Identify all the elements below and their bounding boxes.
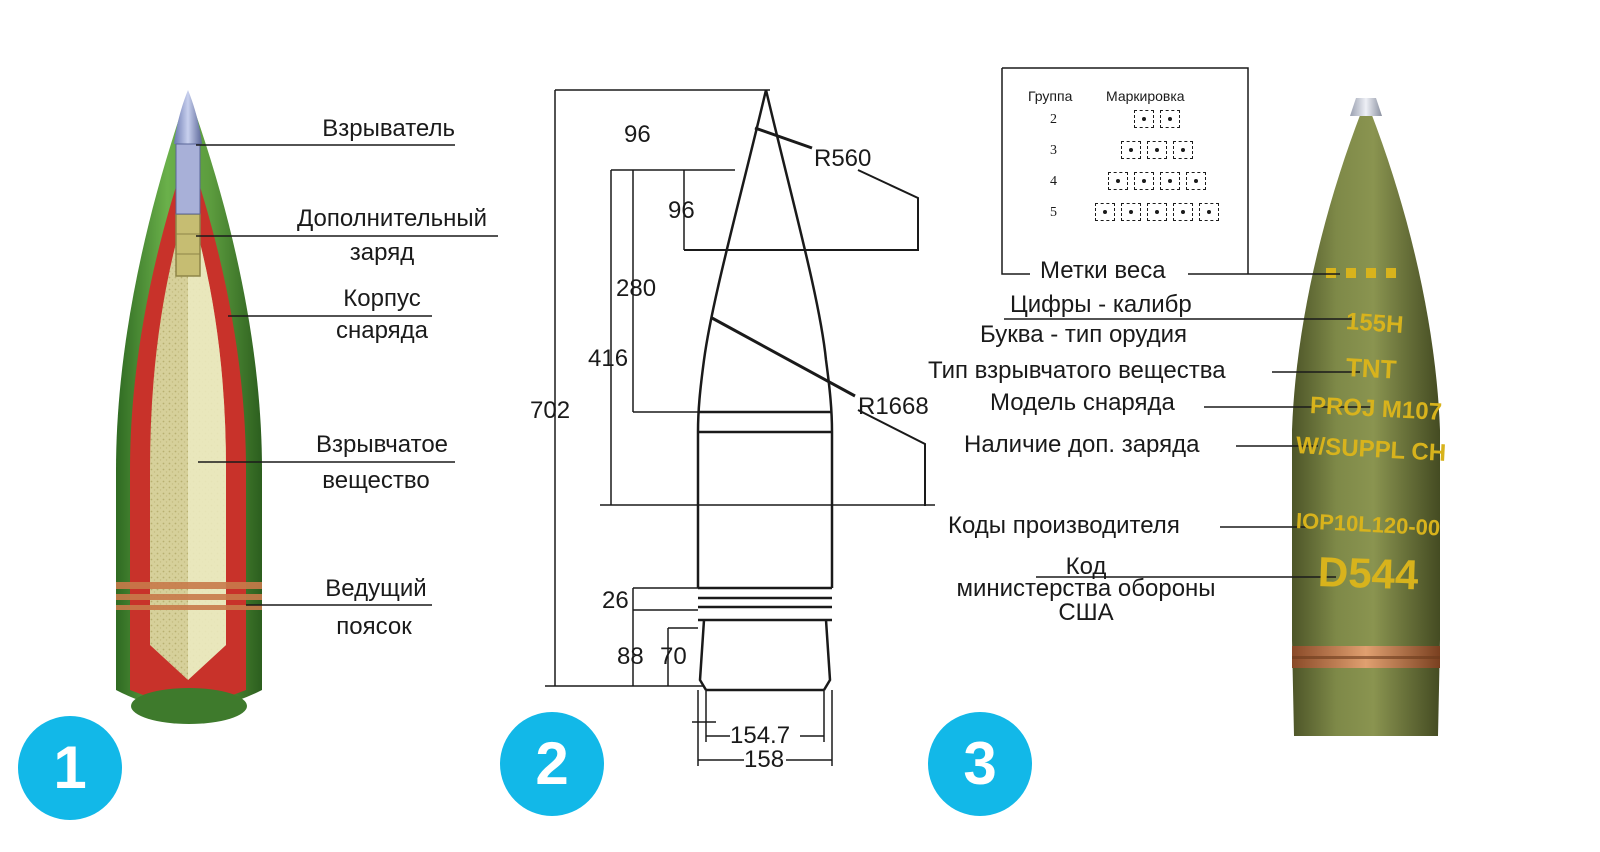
weight-group-number: 5 (1050, 205, 1057, 220)
weight-mark-dot (1142, 179, 1146, 183)
weight-mark-box (1173, 203, 1193, 221)
weight-group-number: 3 (1050, 143, 1057, 158)
weight-mark-dot (1142, 117, 1146, 121)
weight-mark-box (1134, 110, 1154, 128)
weight-mark-box (1173, 141, 1193, 159)
stencil-explosive: TNT (1345, 352, 1398, 385)
panel-number-badge-2: 2 (500, 712, 604, 816)
weight-mark-box (1134, 172, 1154, 190)
label-dod-line3: США (1058, 599, 1114, 626)
weight-mark-dot (1168, 117, 1172, 121)
weight-mark-dot (1207, 210, 1211, 214)
weight-mark-dot (1181, 148, 1185, 152)
weight-mark-box (1147, 203, 1167, 221)
dim-boattail-2: 70 (660, 643, 687, 670)
label-explosive-line1: Взрывчатое (315, 431, 449, 458)
table-header-group: Группа (1028, 88, 1073, 104)
weight-group-number: 2 (1050, 112, 1057, 127)
label-explosive-line2: вещество (322, 467, 430, 494)
weight-mark-dot (1129, 148, 1133, 152)
label-fuze: Взрыватель (322, 115, 455, 142)
label-booster-line1: Дополнительный (296, 205, 488, 232)
technical-drawing (545, 89, 935, 766)
label-booster-line2: заряд (349, 239, 415, 266)
panel-number-badge-3: 3 (928, 712, 1032, 816)
label-band-line1: Ведущий (325, 575, 427, 602)
weight-mark-box (1147, 141, 1167, 159)
dim-radius-large: R1668 (858, 393, 929, 420)
leader-weight-table (1001, 68, 1030, 275)
weight-mark-dot (1116, 179, 1120, 183)
dim-total: 702 (530, 397, 571, 424)
dim-tip-2: 96 (668, 197, 695, 224)
label-dod-line1: Код (1065, 553, 1107, 580)
stencil-dodic: D544 (1317, 548, 1420, 599)
weight-mark-dot (1155, 148, 1159, 152)
weight-mark-dot (1194, 179, 1198, 183)
dim-diameter-base: 154.7 (730, 722, 791, 749)
explosive-fill-highlight (188, 200, 226, 680)
dim-tip-1: 96 (624, 121, 651, 148)
weight-mark-squares (1326, 268, 1396, 278)
driving-band (116, 582, 262, 589)
label-digits-caliber: Цифры - калибр (1010, 291, 1192, 318)
weight-mark-box (1199, 203, 1219, 221)
weight-mark-dot (1103, 210, 1107, 214)
shell-base (131, 688, 247, 724)
weight-mark-dot (1129, 210, 1133, 214)
label-letter-gun: Буква - тип орудия (980, 321, 1187, 348)
weight-mark-dot (1168, 179, 1172, 183)
label-explosive-type: Тип взрывчатого вещества (928, 357, 1226, 384)
weight-mark-box (1121, 141, 1141, 159)
label-body-line2: снаряда (335, 317, 429, 344)
label-body-line1: Корпус (343, 285, 421, 312)
weight-mark-box (1121, 203, 1141, 221)
label-projectile-model: Модель снаряда (990, 389, 1175, 416)
weight-mark-dot (1181, 210, 1185, 214)
label-band-line2: поясок (336, 613, 412, 640)
label-supplementary-charge: Наличие доп. заряда (964, 431, 1200, 458)
dim-boattail-1: 88 (617, 643, 644, 670)
leader-weight-table-frame (1002, 67, 1249, 274)
label-manufacturer-codes: Коды производителя (948, 512, 1180, 539)
label-dod-line2: министерства обороны (956, 575, 1216, 602)
weight-mark-box (1108, 172, 1128, 190)
weight-mark-box (1160, 110, 1180, 128)
fuze (174, 90, 202, 144)
dim-radius-small: R560 (814, 145, 872, 172)
label-weight-marks: Метки веса (1040, 257, 1166, 284)
weight-mark-box (1160, 172, 1180, 190)
stencil-caliber: 155H (1345, 308, 1405, 339)
weight-group-number: 4 (1050, 174, 1057, 189)
painted-shell-tip (1350, 98, 1382, 116)
dim-ogive: 280 (616, 275, 657, 302)
dim-nose: 416 (588, 345, 629, 372)
weight-mark-dot (1155, 210, 1159, 214)
dim-diameter-body: 158 (744, 746, 785, 773)
weight-mark-box (1186, 172, 1206, 190)
booster-charge (175, 213, 201, 277)
weight-mark-box (1095, 203, 1115, 221)
dim-band: 26 (602, 587, 629, 614)
table-header-marking: Маркировка (1106, 88, 1185, 104)
panel-number-badge-1: 1 (18, 716, 122, 820)
